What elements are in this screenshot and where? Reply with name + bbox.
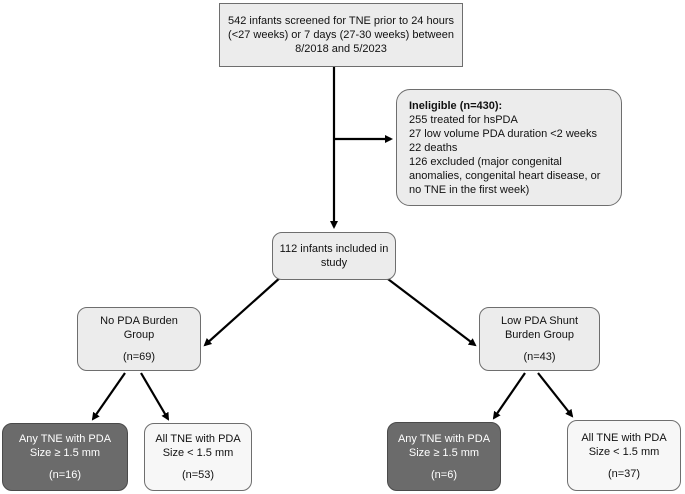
low-pda-all-line-2: Size < 1.5 mm: [588, 445, 660, 458]
ineligible-line-3: 22 deaths: [409, 141, 458, 154]
low-pda-all-count: (n=37): [607, 467, 641, 480]
ineligible-line-2: 27 low volume PDA duration <2 weeks: [409, 127, 598, 140]
no-pda-all-line-2: Size < 1.5 mm: [162, 447, 234, 459]
included-line-1: 112 infants included in: [279, 243, 389, 255]
ineligible-line-4: 126 excluded (major congenital: [409, 155, 562, 168]
included-box: 112 infants included in study: [272, 232, 396, 280]
no-pda-group-box: No PDA Burden Group (n=69): [77, 307, 201, 371]
low-pda-group-count: (n=43): [523, 351, 556, 363]
no-pda-all-tne-box: All TNE with PDA Size < 1.5 mm (n=53): [144, 423, 252, 491]
arrow-low-pda-to-all: [537, 372, 574, 418]
ineligible-line-1: 255 treated for hsPDA: [409, 113, 518, 126]
arrow-included-to-no-pda: [203, 275, 283, 347]
no-pda-group-count: (n=69): [122, 351, 156, 363]
no-pda-any-tne-box: Any TNE with PDA Size ≥ 1.5 mm (n=16): [2, 423, 128, 491]
screened-line-2: (<27 weeks) or 7 days (27-30 weeks) betw…: [228, 29, 454, 41]
arrow-no-pda-to-all: [140, 372, 170, 421]
low-pda-any-line-1: Any TNE with PDA: [397, 432, 491, 445]
arrow-low-pda-to-any: [492, 372, 526, 420]
low-pda-group-line-2: Burden Group: [504, 329, 575, 341]
ineligible-line-5: anomalies, congenital heart disease, or: [409, 169, 601, 182]
low-pda-all-tne-box: All TNE with PDA Size < 1.5 mm (n=37): [567, 420, 681, 491]
no-pda-any-line-2: Size ≥ 1.5 mm: [29, 447, 101, 459]
no-pda-group-line-1: No PDA Burden: [100, 315, 178, 327]
no-pda-any-count: (n=16): [48, 469, 82, 481]
low-pda-any-line-2: Size ≥ 1.5 mm: [408, 446, 480, 459]
arrow-included-to-low-pda: [383, 275, 477, 347]
ineligible-heading: Ineligible (n=430):: [409, 99, 503, 112]
no-pda-any-line-1: Any TNE with PDA: [18, 433, 112, 445]
low-pda-group-line-1: Low PDA Shunt: [500, 315, 579, 327]
low-pda-any-count: (n=6): [431, 468, 457, 481]
ineligible-line-6: no TNE in the first week): [409, 183, 530, 196]
low-pda-any-tne-box: Any TNE with PDA Size ≥ 1.5 mm (n=6): [387, 422, 501, 491]
low-pda-all-line-1: All TNE with PDA: [581, 431, 667, 444]
no-pda-all-line-1: All TNE with PDA: [155, 433, 241, 445]
no-pda-all-count: (n=53): [181, 469, 215, 481]
ineligible-box: Ineligible (n=430): 255 treated for hsPD…: [396, 89, 622, 206]
screened-box: 542 infants screened for TNE prior to 24…: [219, 3, 463, 67]
included-line-2: study: [320, 257, 348, 269]
screened-line-1: 542 infants screened for TNE prior to 24…: [227, 15, 455, 27]
screened-line-3: 8/2018 and 5/2023: [295, 43, 387, 55]
no-pda-group-line-2: Group: [123, 329, 155, 341]
low-pda-group-box: Low PDA Shunt Burden Group (n=43): [479, 307, 600, 371]
arrow-no-pda-to-any: [91, 372, 126, 421]
